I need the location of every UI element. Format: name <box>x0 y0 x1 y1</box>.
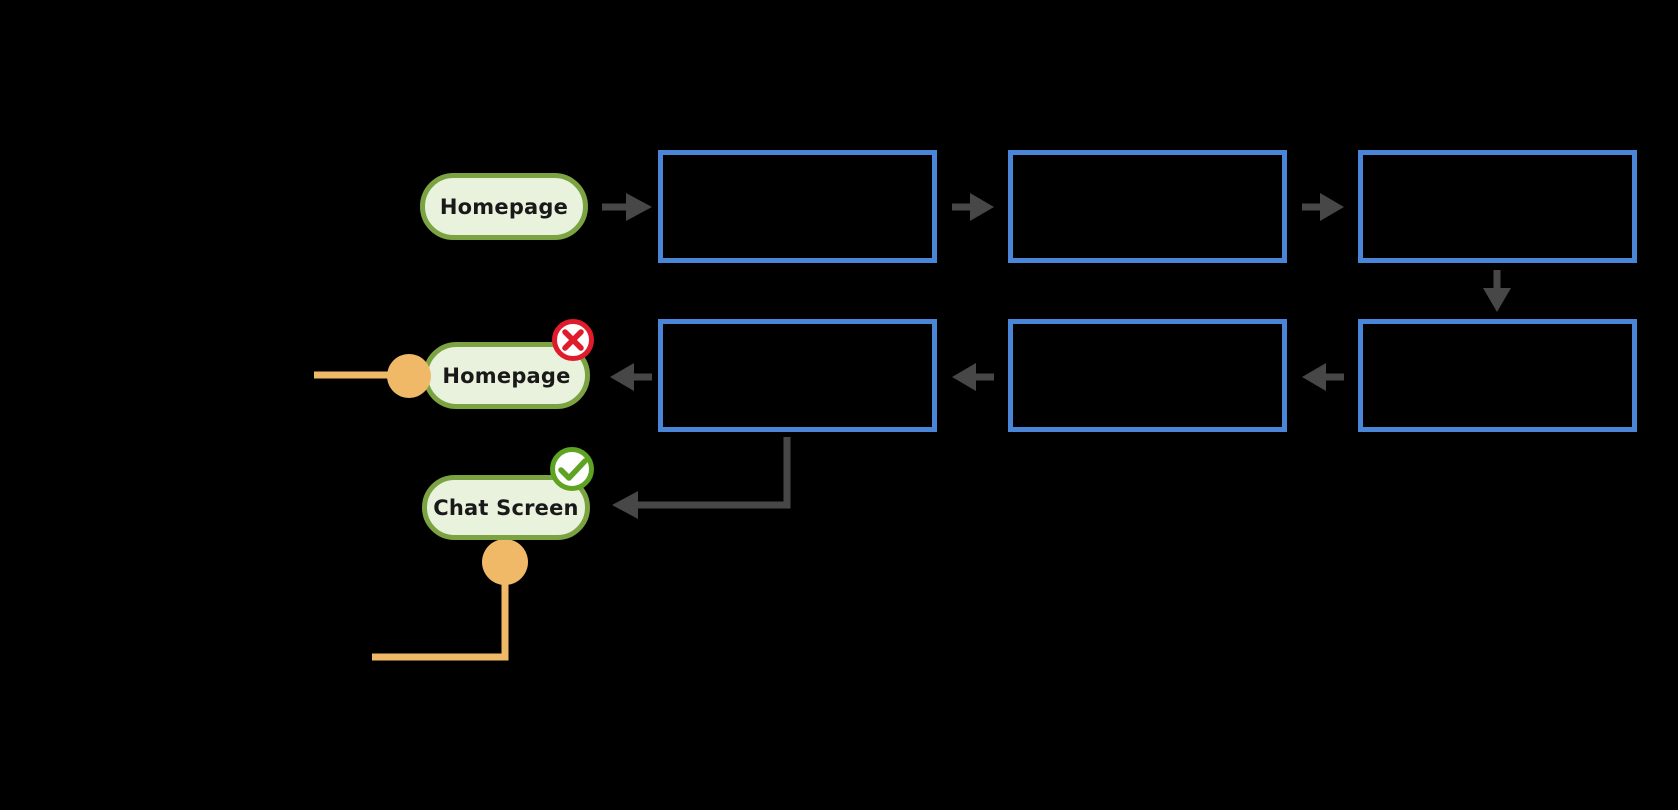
wireframe-box-row2-1[interactable] <box>658 319 937 432</box>
wireframe-box-row2-3[interactable] <box>1358 319 1637 432</box>
wireframe-box-row1-1[interactable] <box>658 150 937 263</box>
arrow-box3-down <box>1483 270 1511 312</box>
node-homepage-return-label: Homepage <box>442 363 571 388</box>
wireframe-box-row1-2[interactable] <box>1008 150 1287 263</box>
arrow-box1-to-box2 <box>952 193 994 221</box>
arrow-box2-to-box3 <box>1302 193 1344 221</box>
node-homepage-return[interactable]: Homepage <box>423 342 590 409</box>
arrow-box1-to-homepage-return <box>610 363 652 391</box>
node-homepage-start-label: Homepage <box>439 194 569 219</box>
arrow-box3-to-box2-return <box>1302 363 1344 391</box>
node-homepage-start[interactable]: Homepage <box>420 173 588 240</box>
node-chat-screen[interactable]: Chat Screen <box>422 475 590 540</box>
node-chat-screen-label: Chat Screen <box>433 495 579 520</box>
wireframe-box-row1-3[interactable] <box>1358 150 1637 263</box>
arrow-box2-to-box1-return <box>952 363 994 391</box>
wireframe-box-row2-2[interactable] <box>1008 319 1287 432</box>
arrow-homepage-to-box1 <box>602 193 652 221</box>
orange-elbow-connector <box>372 575 509 661</box>
arrow-box1-to-chat-screen <box>612 437 791 519</box>
orange-connector-dot <box>482 539 528 585</box>
